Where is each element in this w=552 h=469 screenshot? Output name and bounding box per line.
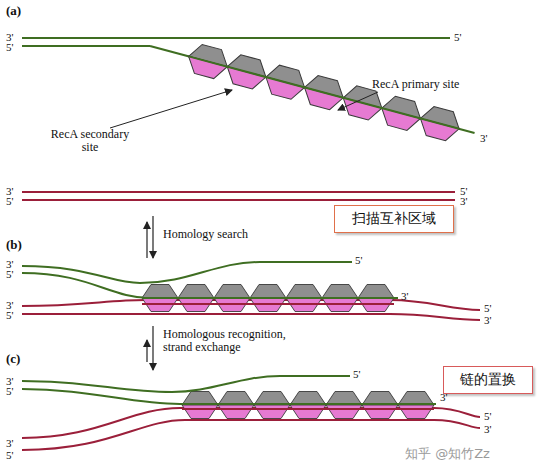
- strand-end: 3': [484, 314, 491, 326]
- strand-end: 5': [6, 309, 13, 321]
- reca-filament: [146, 32, 478, 148]
- red-duplex: [22, 192, 455, 200]
- strand-end: 3': [401, 290, 408, 302]
- equilibrium-arrow: [147, 326, 153, 370]
- strand-end: 3': [6, 437, 13, 449]
- step-label: Homologous recognition, strand exchange: [163, 328, 308, 354]
- step-label: Homology search: [163, 228, 248, 241]
- strand-end: 5': [6, 385, 13, 397]
- green-duplex: [22, 38, 450, 46]
- callout-box: 链的置换: [443, 366, 533, 394]
- strand-end: 5': [6, 41, 13, 53]
- strand-end: 3': [460, 195, 467, 207]
- red-duplex: [22, 300, 480, 320]
- strand-end: 5': [353, 368, 360, 380]
- panel-letter: (c): [6, 352, 20, 366]
- strand-end: 5': [484, 410, 491, 422]
- strand-end: 3': [484, 423, 491, 435]
- watermark: 知乎 @知竹Zz: [405, 447, 490, 461]
- strands: [22, 389, 480, 450]
- box-text: 链的置换: [460, 371, 516, 389]
- site-label: RecA primary site: [372, 78, 459, 91]
- strand-end: 3': [480, 132, 487, 144]
- panel-letter: (a): [6, 4, 21, 18]
- callout-box: 扫描互补区域: [334, 205, 454, 233]
- strand-end: 5': [484, 302, 491, 314]
- panel-letter: (b): [6, 238, 22, 252]
- strand-end: 5': [6, 268, 13, 280]
- equilibrium-arrow: [147, 216, 153, 258]
- site-label: RecA secondary site: [48, 128, 132, 154]
- strands-over-filament: [22, 262, 398, 304]
- strand-end: 5': [6, 449, 13, 461]
- strand-end: 5': [454, 31, 461, 43]
- strands-over-filament: [22, 376, 436, 409]
- strand-end: 5': [355, 254, 362, 266]
- leader-line: [110, 90, 378, 128]
- box-text: 扫描互补区域: [352, 210, 436, 228]
- strand-end: 5': [6, 195, 13, 207]
- strand-end: 3': [440, 391, 447, 403]
